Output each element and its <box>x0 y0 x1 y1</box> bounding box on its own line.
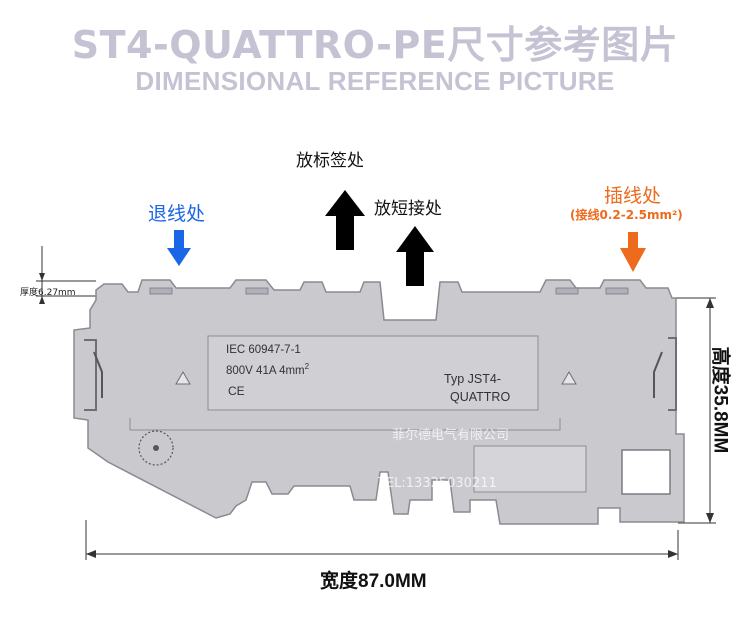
standard-marking: IEC 60947-7-1 <box>226 344 301 356</box>
rating-marking: 800V 41A 4mm2 <box>226 362 309 377</box>
terminal-block-body <box>73 279 685 525</box>
watermark-company: 菲尔德电气有限公司 <box>392 428 510 443</box>
width-label: 宽度87.0MM <box>320 571 427 592</box>
rating-text: 800V 41A 4mm <box>226 364 305 377</box>
page-title: ST4-QUATTRO-PE尺寸参考图片 <box>71 23 679 67</box>
width-dimension <box>85 520 679 560</box>
short-connect-callout: 放短接处 <box>374 199 442 219</box>
watermark-tel: TEL:13325030211 <box>378 476 497 491</box>
type-marking-line2: QUATTRO <box>450 390 511 404</box>
label-area-callout: 放标签处 <box>296 151 364 171</box>
arrow-up-icon <box>325 190 365 250</box>
page-subtitle: DIMENSIONAL REFERENCE PICTURE <box>135 66 615 96</box>
arrow-up-icon <box>396 226 434 286</box>
ce-marking: CE <box>228 384 245 398</box>
insert-spec: (接线0.2-2.5mm²) <box>570 208 683 222</box>
type-marking-line1: Typ JST4- <box>444 372 501 386</box>
height-dimension <box>676 297 716 524</box>
release-callout: 退线处 <box>148 203 206 225</box>
thickness-dimension <box>36 246 96 304</box>
insert-callout: 插线处 <box>604 185 662 207</box>
thickness-label: 厚度6.27mm <box>20 288 76 298</box>
arrow-down-icon <box>620 232 646 272</box>
arrow-down-icon <box>167 230 191 266</box>
rating-superscript: 2 <box>304 362 310 371</box>
